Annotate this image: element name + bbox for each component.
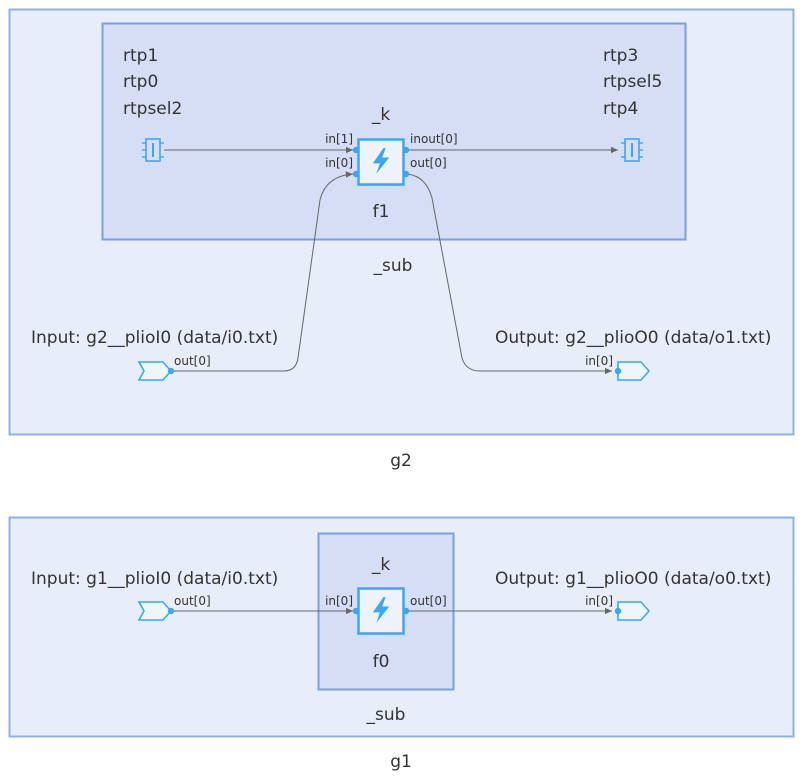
- port-label: in[0]: [325, 156, 353, 170]
- port-label: in[0]: [585, 594, 613, 608]
- rtp-label: rtp0: [123, 72, 158, 92]
- port-dot[interactable]: [352, 170, 360, 178]
- rtp-label: rtp3: [603, 46, 638, 66]
- plio-output-label: Output: g2__plioO0 (data/o1.txt): [495, 328, 771, 348]
- rtp-port-icon[interactable]: [621, 138, 643, 162]
- port-dot[interactable]: [352, 146, 360, 154]
- port-label: in[0]: [325, 594, 353, 608]
- port-label: out[0]: [174, 594, 211, 608]
- rtp-port-icon[interactable]: [142, 138, 164, 162]
- rtp-label: rtp1: [123, 46, 158, 66]
- plio-in-wire: [172, 171, 354, 372]
- kernel-instance-name: f1: [373, 202, 390, 222]
- rtp-label: rtpsel5: [603, 72, 662, 92]
- kernel-instance-name: f0: [373, 652, 390, 672]
- plio-input-label: Input: g2__plioI0 (data/i0.txt): [31, 328, 278, 348]
- port-label: out[0]: [410, 156, 447, 170]
- port-dot[interactable]: [402, 607, 410, 615]
- rtp-label: rtp4: [603, 99, 638, 119]
- plio-input-icon[interactable]: [137, 601, 175, 621]
- subgraph-name: _sub: [373, 256, 413, 276]
- plio-input-label: Input: g1__plioI0 (data/i0.txt): [31, 569, 278, 589]
- port-dot[interactable]: [352, 607, 360, 615]
- graph-name: g2: [390, 451, 412, 471]
- kernel-block[interactable]: [357, 587, 405, 635]
- graph-name: g1: [390, 752, 412, 772]
- kernel-name: _k: [371, 105, 391, 125]
- port-label: out[0]: [174, 354, 211, 368]
- plio-out-wire: [406, 173, 612, 375]
- port-dot[interactable]: [402, 146, 410, 154]
- rtp-label: rtpsel2: [123, 99, 182, 119]
- g2-subgraph-frame[interactable]: [101, 22, 687, 241]
- kernel-block[interactable]: [357, 138, 405, 186]
- port-label: in[1]: [325, 132, 353, 146]
- port-label: in[0]: [585, 354, 613, 368]
- plio-output-icon[interactable]: [614, 361, 651, 381]
- subgraph-name: _sub: [366, 705, 406, 725]
- plio-output-icon[interactable]: [614, 601, 651, 621]
- plio-input-icon[interactable]: [137, 361, 175, 381]
- port-label: out[0]: [410, 594, 447, 608]
- port-label: inout[0]: [410, 132, 458, 146]
- kernel-name: _k: [371, 555, 391, 575]
- plio-output-label: Output: g1__plioO0 (data/o0.txt): [495, 569, 771, 589]
- port-dot[interactable]: [402, 170, 410, 178]
